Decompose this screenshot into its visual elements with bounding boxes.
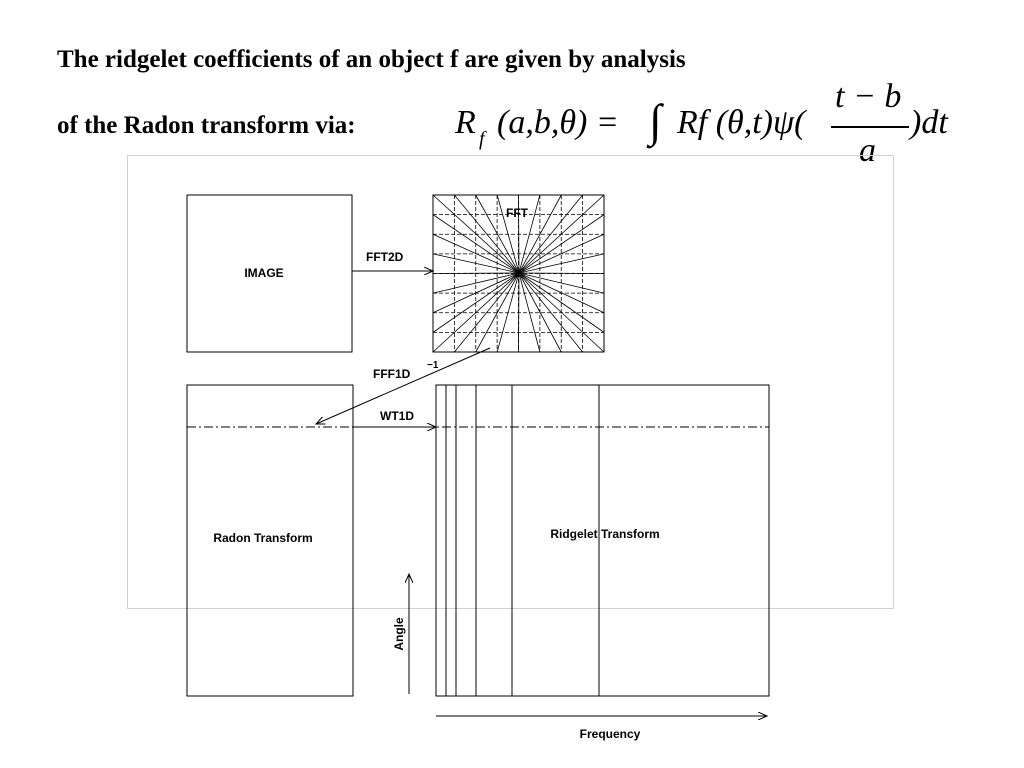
slide-title-line-2: of the Radon transform via:	[57, 112, 356, 139]
fft-radial-line	[518, 272, 605, 314]
fft-radial-line	[432, 272, 520, 353]
image-label: IMAGE	[244, 266, 283, 280]
fft-radial-line	[518, 272, 520, 353]
fft-radial-line	[432, 233, 520, 274]
diagram-frame	[127, 155, 894, 609]
formula-fraction-numerator: t − b	[835, 78, 902, 115]
fft-radial-line	[518, 194, 541, 274]
fft-radial-line	[432, 272, 520, 314]
fft-radial-line	[518, 253, 605, 274]
formula-lhs-subscript: f	[479, 128, 485, 150]
fft-radial-line	[454, 272, 520, 353]
fft-radial-line	[518, 194, 520, 274]
inverse-fft1d-label: FFF1D	[373, 367, 411, 381]
slide-title-line-1: The ridgelet coefficients of an object f…	[57, 46, 686, 73]
fft-radial-line	[518, 194, 605, 274]
fft-radial-line	[518, 233, 605, 274]
fft-radial-line	[518, 272, 605, 294]
formula-fraction-denominator: a	[859, 132, 876, 169]
fft-box	[432, 194, 605, 353]
formula-rhs-tail: )dt	[910, 104, 948, 141]
frequency-axis-label: Frequency	[580, 727, 641, 741]
radon-transform-label: Radon Transform	[213, 531, 312, 545]
ridgelet-transform-box	[435, 384, 770, 697]
angle-axis-label: Angle	[392, 617, 406, 651]
fft-radial-line	[518, 194, 583, 274]
formula-lhs-args: (a,b,θ) =	[497, 104, 619, 141]
inverse-fft1d-arrow	[316, 347, 491, 424]
fft-radial-line	[432, 272, 520, 294]
formula-rhs-body: Rf (θ,t)ψ(	[677, 104, 806, 141]
radon-transform-box	[186, 384, 354, 697]
fft-radial-line	[496, 272, 520, 353]
fft-radial-line	[454, 194, 520, 274]
fft-radial-line	[518, 272, 605, 333]
fft-radial-line	[518, 272, 562, 353]
fft-radial-line	[518, 272, 605, 353]
fft-radial-line	[518, 214, 605, 274]
fft-radial-line	[432, 272, 520, 274]
fft2d-label: FFT2D	[366, 250, 404, 264]
formula-lhs-symbol: R	[455, 104, 476, 141]
fft-radial-line	[432, 194, 520, 274]
fft-radial-line	[475, 272, 520, 353]
wt1d-label: WT1D	[380, 409, 414, 423]
fft-radial-line	[432, 214, 520, 274]
fft-label: FFT	[506, 206, 529, 220]
fft-radial-line	[496, 194, 520, 274]
fft-radial-line	[518, 272, 583, 353]
fft-radial-line	[432, 272, 520, 333]
fft-radial-line	[518, 194, 562, 274]
inverse-fft1d-superscript: −1	[427, 360, 439, 371]
ridgelet-formula: R f (a,b,θ) = ∫ Rf (θ,t)ψ( t − b a )dt	[453, 78, 963, 172]
ridgelet-transform-label: Ridgelet Transform	[550, 527, 659, 541]
formula-fraction-bar	[831, 126, 909, 128]
formula-integral: ∫	[649, 95, 662, 146]
image-box	[186, 194, 353, 353]
fft-radial-line	[475, 194, 520, 274]
fft-radial-line	[432, 253, 520, 274]
fft-radial-line	[518, 272, 541, 353]
fft-radial-line	[518, 272, 605, 274]
